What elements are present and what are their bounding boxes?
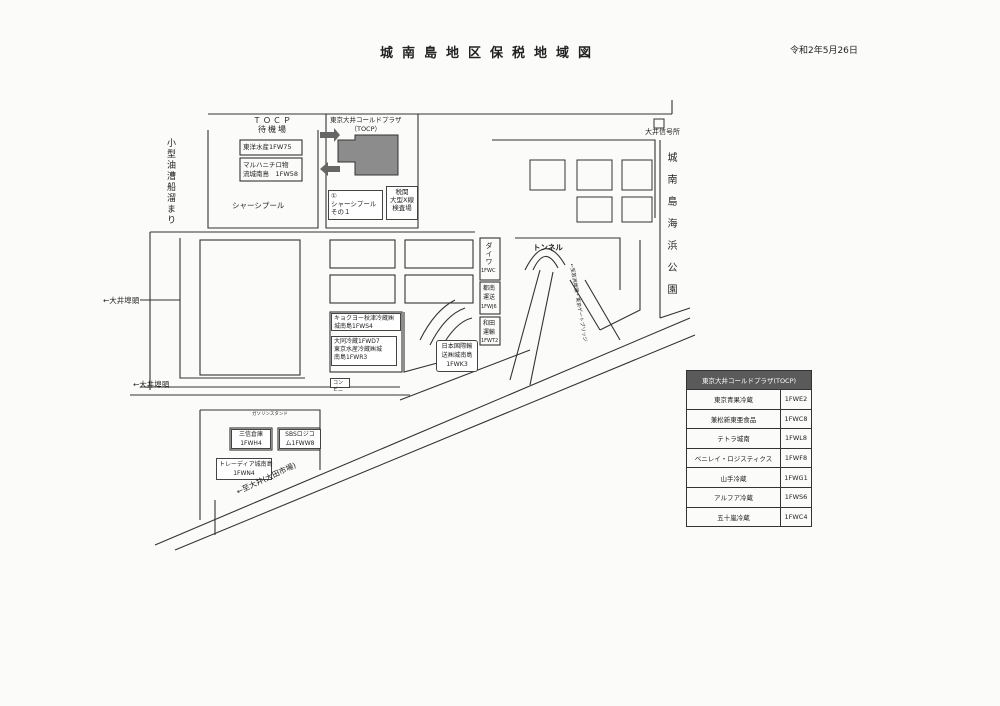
block-tonan	[479, 281, 501, 315]
diag-road-1	[154, 317, 691, 546]
block-left-outline	[179, 238, 305, 379]
legend-code: 1FWE2	[784, 395, 808, 404]
legend-row: 東京青果冷蔵 1FWE2	[687, 390, 811, 410]
label-daido: 大同冷蔵1FWD7 東京水産冷蔵㈱城 南島1FWR3	[331, 336, 397, 366]
label-to-oi-wharf-1: ←大井埠頭	[103, 296, 140, 305]
block-m3	[329, 274, 396, 304]
legend-name: アルフア冷蔵	[687, 487, 781, 507]
road-slash-2	[584, 279, 621, 341]
label-wada-code: 1FWT2	[481, 338, 499, 344]
block-left-top	[207, 130, 319, 229]
label-small-tanker: 小型油漕船溜まり	[165, 138, 175, 226]
label-oi-signal: 大井信号所	[645, 128, 680, 136]
label-to-oi-wharf-2: ←大井埠頭	[133, 380, 170, 389]
label-wada: 和田 運輸	[483, 320, 496, 336]
map-lines	[130, 100, 696, 551]
diag-road-3	[399, 349, 531, 401]
block-wada	[479, 316, 501, 346]
ramp-curve-1	[419, 299, 456, 341]
legend-row: ベニレイ・ロジスティクス 1FWF8	[687, 448, 811, 469]
block-left-large	[199, 239, 301, 376]
legend-table: 東京大井コールドプラザ(TOCP) 東京青果冷蔵 1FWE2 兼松新東亜食品 1…	[686, 370, 812, 528]
legend-code: 1FWG1	[784, 473, 808, 482]
diag-road-2	[174, 334, 696, 551]
grid-b2	[576, 159, 613, 191]
park-bottom	[659, 307, 691, 319]
label-chassis-pool-1: ① シャーシプール その１	[328, 190, 383, 220]
legend-name: 五十嵐冷蔵	[687, 507, 781, 527]
legend-name: 東京青果冷蔵	[687, 390, 781, 409]
arrow-left-icon	[320, 162, 340, 176]
legend-row: テトラ城南 1FWL8	[687, 429, 811, 449]
label-maruha: マルハニチロ物 流城南島 1FW58	[243, 161, 299, 178]
block-m4	[404, 274, 474, 304]
road-slash-1	[569, 279, 601, 331]
legend-name: テトラ城南	[687, 429, 781, 448]
page-title: 城南島地区保税地域図	[379, 46, 600, 61]
tunnel-arch	[524, 248, 566, 271]
legend-name: ベニレイ・ロジスティクス	[687, 448, 781, 468]
grid-b4	[576, 196, 613, 223]
label-seaside-park: 城南島海浜公園	[665, 152, 676, 306]
legend-code: 1FWL8	[784, 434, 808, 443]
label-customs-xray: 税関 大型X線 検査場	[386, 186, 418, 220]
arrow-right-icon	[320, 128, 340, 142]
grid-b5	[621, 196, 653, 223]
tunnel-road-1	[509, 269, 541, 381]
label-tonan: 都南 運送	[483, 285, 496, 301]
label-nippon-express: 日本国際輸 送㈱城南島 1FWK3	[436, 340, 478, 372]
tunnel-arch-inner	[532, 255, 559, 271]
label-trade: トレーディア城南島 1FWN4	[216, 458, 273, 480]
legend-row: アルフア冷蔵 1FWS6	[687, 487, 811, 508]
legend-row: 兼松新東亜食品 1FWC8	[687, 409, 811, 430]
label-konbini: コンビニ	[330, 378, 350, 393]
block-sanshin	[229, 427, 273, 451]
upper-grid	[529, 159, 653, 223]
tunnel-road-2	[529, 271, 554, 386]
label-gas-station: ガソリンスタンド	[252, 412, 288, 417]
block-m1	[329, 239, 396, 269]
road-upper-block	[515, 237, 621, 290]
legend-code: 1FWC4	[784, 512, 808, 521]
legend-name: 兼松新東亜食品	[687, 409, 781, 429]
label-daiwa-code: 1FWC	[481, 268, 496, 274]
legend-code: 1FWS6	[784, 493, 808, 502]
label-kyokuyo: キョクヨー秋津冷蔵㈱ 城南島1FWS4	[331, 313, 401, 331]
block-m5	[329, 311, 403, 373]
label-chassis-pool: シャーシプール	[232, 201, 285, 210]
legend-code: 1FWF8	[784, 454, 808, 463]
grid-b1	[529, 159, 566, 191]
label-tonan-code: 1FWJ6	[481, 304, 497, 310]
signal-box-icon	[653, 118, 665, 129]
label-tocp: 東京大井コールドプラザ （TOCP）	[330, 116, 402, 133]
block-daiwa	[479, 237, 501, 281]
legend-code: 1FWC8	[784, 414, 808, 423]
date-label: 令和2年5月26日	[790, 46, 858, 56]
label-toyo: 東洋水産1FW75	[243, 143, 292, 151]
grid-b3	[621, 159, 653, 191]
label-tunnel: トンネル	[533, 243, 563, 252]
tocp-building	[337, 134, 399, 176]
legend-row: 山手冷蔵 1FWG1	[687, 468, 811, 488]
ramp-curve-2	[429, 307, 466, 346]
block-maruha	[239, 157, 303, 182]
block-m2	[404, 239, 474, 269]
label-toc-waiting: ＴＯＣＰ 待機場	[253, 116, 293, 134]
block-upper-right	[492, 139, 656, 218]
legend-title: 東京大井コールドプラザ(TOCP)	[687, 371, 811, 390]
road-bend	[599, 240, 641, 331]
label-sanshin: 三信倉庫 1FWH4	[231, 429, 271, 449]
legend-row: 五十嵐冷蔵 1FWC4	[687, 507, 811, 527]
legend-name: 山手冷蔵	[687, 468, 781, 487]
label-daiwa: ダイワ	[485, 242, 493, 266]
label-sbs: SBSロジコ ム1FWW8	[279, 429, 321, 449]
block-toyo	[239, 139, 303, 156]
